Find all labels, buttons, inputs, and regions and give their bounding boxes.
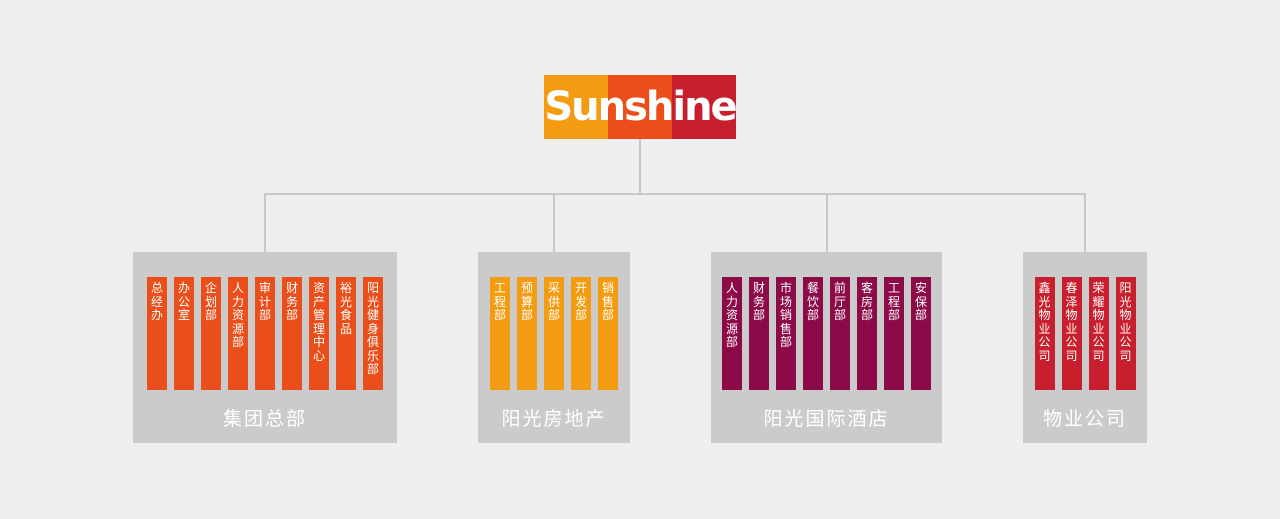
logo-segment-orange xyxy=(608,75,672,139)
group-property: 鑫光物业公司春泽物业公司荣耀物业公司阳光物业公司 物业公司 xyxy=(1023,252,1147,443)
department-bar: 审计部 xyxy=(255,277,275,390)
department-bar: 办公室 xyxy=(174,277,194,390)
department-bar: 销售部 xyxy=(598,277,618,390)
department-bar: 人力资源部 xyxy=(722,277,742,390)
group-hq: 总经办办公室企划部人力资源部审计部财务部资产管理中心裕光食品阳光健身俱乐部 集团… xyxy=(133,252,397,443)
group-name: 阳光房地产 xyxy=(501,408,607,430)
sunshine-logo: Sunshine xyxy=(544,75,736,139)
department-bar: 工程部 xyxy=(884,277,904,390)
logo-segment-yellow xyxy=(544,75,608,139)
unit-list: 总经办办公室企划部人力资源部审计部财务部资产管理中心裕光食品阳光健身俱乐部 xyxy=(133,277,397,390)
department-bar: 资产管理中心 xyxy=(309,277,329,390)
department-bar: 财务部 xyxy=(282,277,302,390)
department-bar: 总经办 xyxy=(147,277,167,390)
department-bar: 工程部 xyxy=(490,277,510,390)
group-name: 阳光国际酒店 xyxy=(763,408,890,430)
unit-list: 鑫光物业公司春泽物业公司荣耀物业公司阳光物业公司 xyxy=(1023,277,1147,390)
department-bar: 采供部 xyxy=(544,277,564,390)
department-bar: 阳光物业公司 xyxy=(1115,277,1136,390)
department-bar: 鑫光物业公司 xyxy=(1034,277,1055,390)
logo-segment-red xyxy=(672,75,736,139)
department-bar: 春泽物业公司 xyxy=(1061,277,1082,390)
branch-connector-hq xyxy=(264,193,266,252)
group-realestate: 工程部预算部采供部开发部销售部 阳光房地产 xyxy=(478,252,630,443)
group-name: 物业公司 xyxy=(1042,408,1127,430)
logo-text: Sunshine xyxy=(544,84,736,130)
root-connector xyxy=(639,139,641,195)
department-bar: 安保部 xyxy=(911,277,931,390)
department-bar: 客房部 xyxy=(857,277,877,390)
department-bar: 人力资源部 xyxy=(228,277,248,390)
department-bar: 餐饮部 xyxy=(803,277,823,390)
department-bar: 企划部 xyxy=(201,277,221,390)
unit-list: 人力资源部财务部市场销售部餐饮部前厅部客房部工程部安保部 xyxy=(711,277,942,390)
department-bar: 预算部 xyxy=(517,277,537,390)
branch-connector-realestate xyxy=(553,193,555,252)
group-name: 集团总部 xyxy=(222,408,307,430)
group-hotel: 人力资源部财务部市场销售部餐饮部前厅部客房部工程部安保部 阳光国际酒店 xyxy=(711,252,942,443)
horizontal-connector xyxy=(264,193,1086,195)
department-bar: 市场销售部 xyxy=(776,277,796,390)
department-bar: 荣耀物业公司 xyxy=(1088,277,1109,390)
department-bar: 开发部 xyxy=(571,277,591,390)
department-bar: 财务部 xyxy=(749,277,769,390)
department-bar: 阳光健身俱乐部 xyxy=(363,277,383,390)
unit-list: 工程部预算部采供部开发部销售部 xyxy=(478,277,630,390)
department-bar: 前厅部 xyxy=(830,277,850,390)
department-bar: 裕光食品 xyxy=(336,277,356,390)
branch-connector-property xyxy=(1084,193,1086,252)
branch-connector-hotel xyxy=(826,193,828,252)
